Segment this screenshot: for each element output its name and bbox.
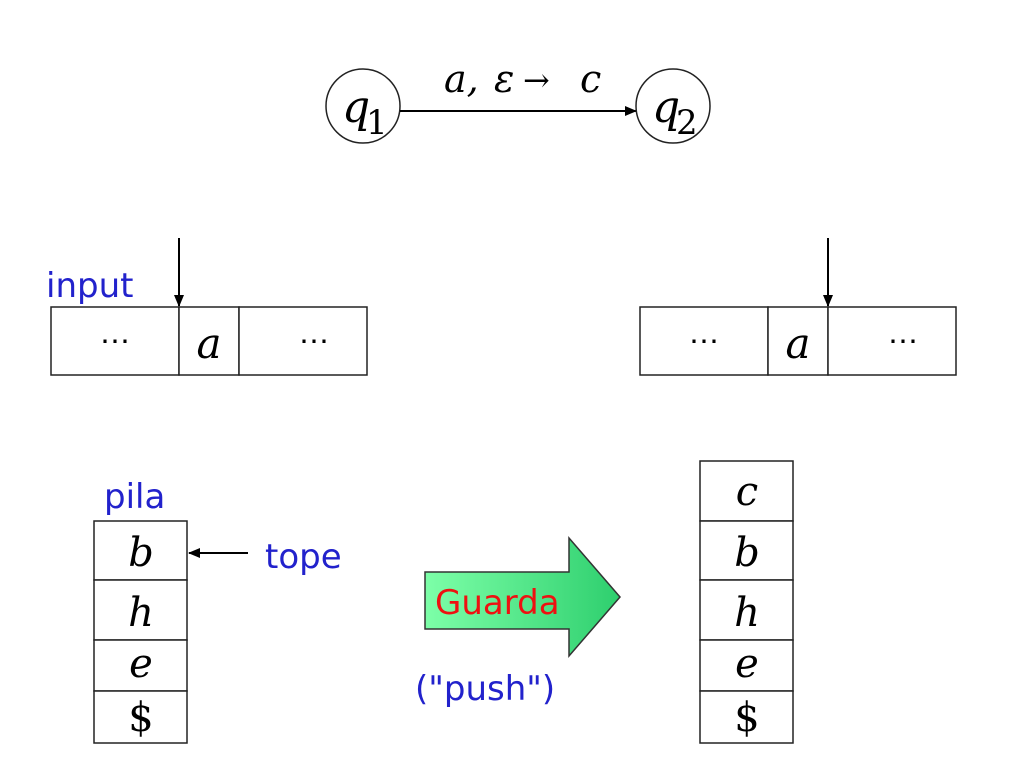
tape-after-cell (767, 306, 829, 376)
stack-after-cell (699, 639, 794, 692)
tape-before-symbol: ⋯ (299, 324, 329, 359)
transition-input-symbol: a, (444, 57, 479, 101)
stack-before-symbol: $ (128, 695, 153, 741)
state-q1-index: 1 (366, 103, 388, 143)
stack-before: b h e $ (93, 520, 188, 744)
action-label: Guarda (435, 583, 560, 623)
state-q2-circle (635, 68, 711, 144)
tape-before-symbol: ⋯ (100, 324, 130, 359)
stack-after-cell (699, 460, 794, 522)
tape-after-cell (639, 306, 769, 376)
tape-before: ⋯ a ⋯ (50, 306, 368, 376)
stack-before-symbol: b (128, 530, 154, 576)
tape-after-symbol: a (785, 319, 810, 368)
stack-label: pila (104, 477, 165, 517)
state-transition: q 1 a, ε → c q 2 (325, 57, 711, 144)
stack-after-symbol: c (736, 469, 758, 515)
stack-before-cell (93, 690, 188, 744)
tape-before-cell (238, 306, 368, 376)
transition-label: a, ε → c (444, 57, 601, 101)
stack-before-symbol: h (128, 590, 154, 636)
tape-after-symbol: ⋯ (888, 324, 918, 359)
state-q2: q 2 (635, 68, 711, 144)
stack-after-symbol: e (735, 641, 759, 687)
top-label: tope (265, 537, 342, 577)
state-q2-name: q (652, 82, 680, 133)
stack-before-cell (93, 579, 188, 641)
tape-after: ⋯ a ⋯ (639, 306, 957, 376)
stack-after-symbol: $ (734, 695, 759, 741)
state-q1: q 1 (325, 68, 401, 144)
tape-before-symbol: a (196, 319, 221, 368)
transition-push-symbol: c (580, 57, 601, 101)
stack-before-cell (93, 639, 188, 692)
state-q1-circle (325, 68, 401, 144)
stack-after-symbol: h (734, 590, 760, 636)
input-label: input (46, 266, 133, 306)
transition-pop-symbol: ε (494, 57, 514, 101)
stack-before-symbol: e (129, 641, 153, 687)
stack-after-cell (699, 690, 794, 744)
tape-after-symbol: ⋯ (689, 324, 719, 359)
stack-after: c b h e $ (699, 460, 794, 744)
state-q2-index: 2 (676, 103, 698, 143)
tape-after-cell (827, 306, 957, 376)
transition-arrow-symbol: → (523, 61, 550, 99)
stack-after-symbol: b (734, 530, 760, 576)
action-note: ("push") (415, 669, 555, 709)
push-arrow-shape (424, 535, 621, 659)
state-q1-name: q (342, 82, 370, 133)
